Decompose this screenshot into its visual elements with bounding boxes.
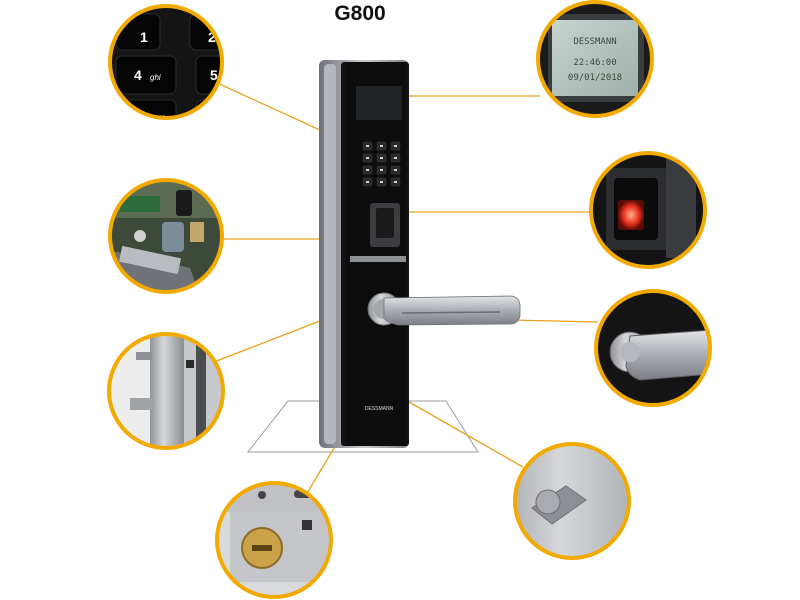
keypad-key-4: 4 [134, 67, 142, 83]
keypad-key-5: 5 [210, 67, 218, 83]
display-date: 09/01/2018 [568, 73, 622, 83]
keypad-key-2: 2 [208, 29, 216, 45]
keypad-key-1: 1 [140, 29, 148, 45]
keypad-key-4-letters: ghi [150, 73, 161, 82]
callout-mortise-cylinder [215, 481, 333, 599]
callout-circuit-board [108, 178, 224, 294]
callout-fingerprint-sensor [589, 151, 707, 269]
product-title: G800 [334, 2, 386, 25]
smart-door-lock: DESSMANN [319, 60, 521, 448]
callout-keypad-zoom: 1 2 4 ghi 5 7 pqrs [108, 4, 224, 120]
lock-brand-text: DESSMANN [365, 406, 394, 412]
lcd-screen [356, 86, 402, 120]
callout-bottom-knob [513, 442, 631, 560]
display-time: 22:46:00 [573, 58, 616, 68]
callout-handle [594, 289, 712, 407]
callout-side-latch [107, 332, 225, 450]
callout-lcd-display: DESSMANN 22:46:00 09/01/2018 [536, 0, 654, 118]
door-handle [383, 295, 521, 326]
display-brand: DESSMANN [573, 37, 616, 47]
